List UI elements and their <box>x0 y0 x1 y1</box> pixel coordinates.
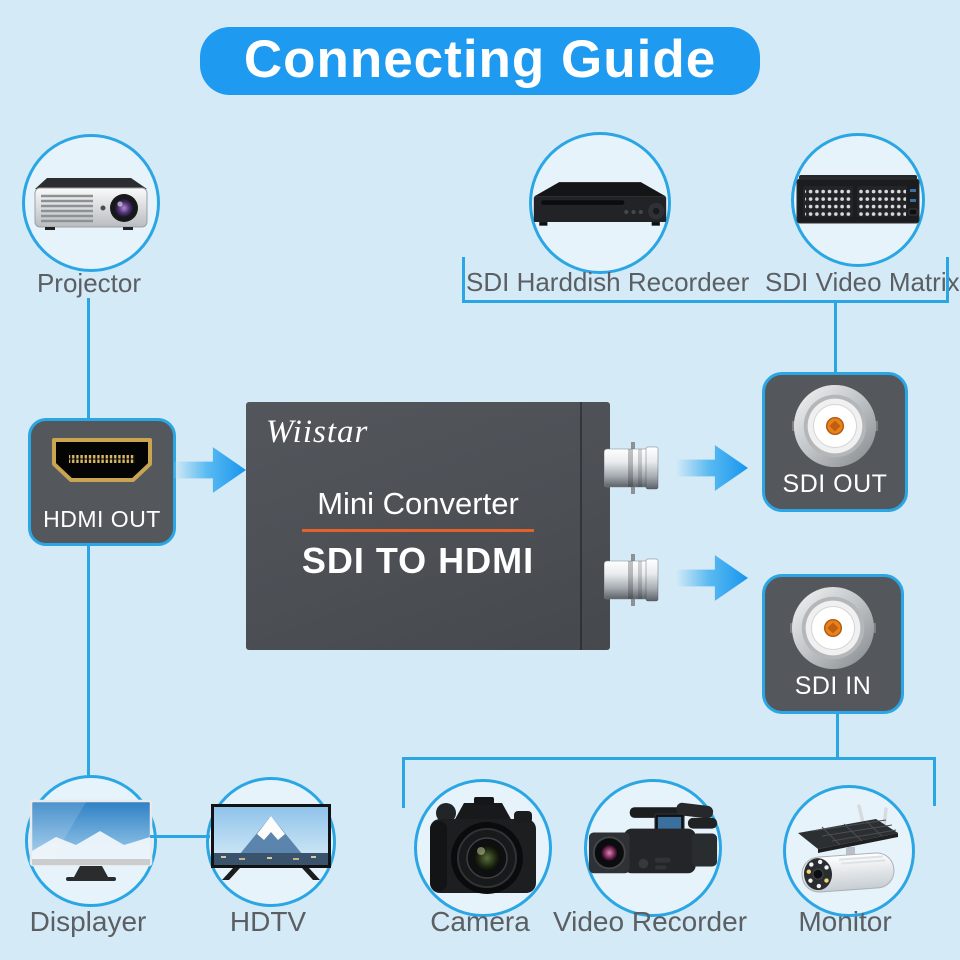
monitor-label: Monitor <box>798 906 892 937</box>
monitor-node <box>783 785 915 917</box>
line-sdiin-bracket <box>836 712 839 759</box>
camera-node <box>414 779 552 917</box>
bracket-top-right-tick <box>946 257 949 303</box>
hdmi-out-label: HDMI OUT <box>43 506 161 532</box>
bracket-top-horizontal <box>462 300 949 303</box>
hdtv-icon <box>211 804 331 880</box>
hdmi-out-box: HDMI OUT <box>28 418 176 546</box>
bracket-bottom-right-tick <box>933 757 936 806</box>
dvr-icon <box>533 182 667 226</box>
bracket-top-left-tick <box>462 257 465 303</box>
brand-logo: Wiistar <box>266 414 369 450</box>
bnc-plug-icon <box>604 442 659 494</box>
bracket-bottom-left-tick <box>402 757 405 808</box>
converter-text: Mini Converter SDI TO HDMI <box>246 486 590 582</box>
bnc-plug-icon <box>604 554 659 606</box>
converter-product-name: Mini Converter <box>317 486 519 521</box>
converter-edge-bevel <box>580 402 582 650</box>
converter-model-name: SDI TO HDMI <box>301 540 535 581</box>
hdmi-port-icon <box>52 438 152 482</box>
hdtv-label: HDTV <box>229 906 307 937</box>
displayer-node <box>25 775 157 907</box>
line-displayer-hdtv <box>150 835 210 838</box>
camera-label: Camera <box>430 906 530 937</box>
bnc-connector-icon <box>792 384 878 468</box>
sdi-out-label: SDI OUT <box>782 470 888 498</box>
bnc-connector-icon <box>790 586 876 670</box>
arrow-right-icon <box>174 447 246 493</box>
sdi-out-box: SDI OUT <box>762 372 908 512</box>
projector-node <box>22 134 160 272</box>
displayer-label: Displayer <box>29 906 147 937</box>
arrow-right-icon <box>676 555 748 601</box>
monitor-display-icon <box>29 799 153 881</box>
page-title: Connecting Guide <box>200 27 760 95</box>
security-camera-icon <box>798 804 898 893</box>
sdi-in-box: SDI IN <box>762 574 904 714</box>
recorder-label: SDI Harddish Recordeer <box>466 267 750 297</box>
line-hdmiout-displayer <box>87 545 90 778</box>
bracket-bottom-horizontal <box>402 757 936 760</box>
video-recorder-node <box>584 779 722 917</box>
recorder-node <box>529 132 671 274</box>
video-recorder-label: Video Recorder <box>552 906 748 937</box>
dslr-camera-icon <box>430 797 536 894</box>
hdtv-node <box>206 777 336 907</box>
line-projector-hdmiout <box>87 298 90 419</box>
projector-icon <box>34 178 148 230</box>
orange-divider <box>302 529 534 532</box>
converter-device: Wiistar Mini Converter SDI TO HDMI <box>246 402 610 650</box>
line-bracket-sdiout <box>834 300 837 375</box>
matrix-label: SDI Video Matrix <box>765 267 960 297</box>
projector-label: Projector <box>36 268 142 298</box>
camcorder-icon <box>588 802 718 874</box>
matrix-node <box>791 133 925 267</box>
sdi-in-label: SDI IN <box>794 672 872 700</box>
video-matrix-icon <box>796 175 920 224</box>
arrow-right-icon <box>676 445 748 491</box>
